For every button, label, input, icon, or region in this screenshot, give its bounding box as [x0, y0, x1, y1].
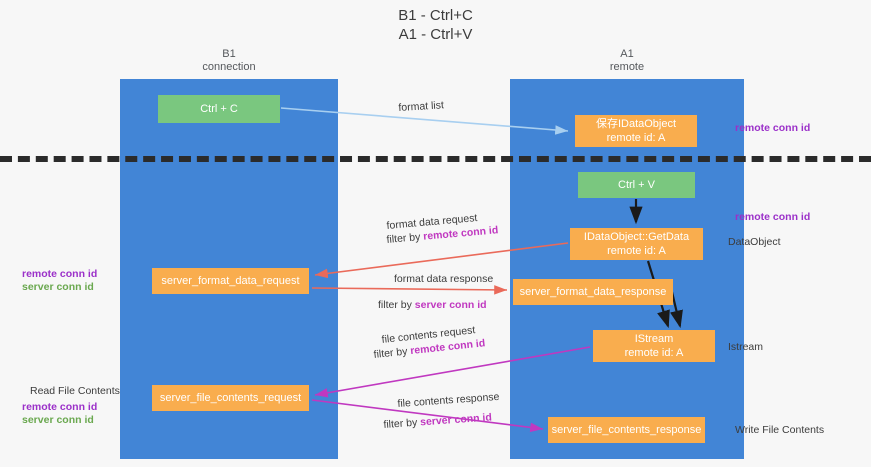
- annotation-remote-conn-id: remote conn id: [22, 401, 98, 413]
- filter-key-server-conn-id: server conn id: [419, 411, 493, 429]
- edge-label-format-data-response: format data response: [394, 273, 494, 285]
- edge-label-format-list: format list: [398, 99, 445, 114]
- annotation-conn-ids-left: remote conn id server conn id: [22, 268, 97, 294]
- node-ctrl-c[interactable]: Ctrl + C: [158, 95, 280, 123]
- annotation-read-file-contents: Read File Contents: [30, 385, 120, 398]
- node-server-format-data-request[interactable]: server_format_data_request: [152, 268, 309, 294]
- annotation-remote-conn-id-top: remote conn id: [735, 122, 810, 135]
- annotation-conn-ids-left-2: remote conn id server conn id: [22, 401, 97, 427]
- node-server-file-contents-response[interactable]: server_file_contents_response: [548, 417, 705, 443]
- edge-format-data-response: [311, 285, 508, 295]
- node-save-idataobject[interactable]: 保存IDataObject remote id: A: [575, 115, 697, 147]
- annotation-dataobject: DataObject: [728, 236, 781, 249]
- annotation-text: remote conn id: [735, 211, 811, 223]
- annotation-text: remote conn id: [735, 122, 811, 134]
- filter-prefix: filter by: [378, 299, 415, 311]
- annotation-write-file-contents: Write File Contents: [735, 424, 824, 437]
- node-server-format-data-response[interactable]: server_format_data_response: [513, 279, 673, 305]
- node-istream[interactable]: IStream remote id: A: [593, 330, 715, 362]
- annotation-text: Read File Contents: [30, 385, 120, 397]
- annotation-remote-conn-id-mid: remote conn id: [735, 211, 810, 224]
- annotation-server-conn-id: server conn id: [22, 281, 94, 293]
- node-idataobject-getdata[interactable]: IDataObject::GetData remote id: A: [570, 228, 703, 260]
- filter-key-server-conn-id: server conn id: [414, 299, 487, 311]
- annotation-text: Istream: [728, 341, 764, 353]
- node-server-file-contents-request[interactable]: server_file_contents_request: [152, 385, 309, 411]
- filter-prefix: filter by: [373, 345, 411, 361]
- annotation-istream: Istream: [728, 341, 763, 354]
- node-ctrl-v[interactable]: Ctrl + V: [578, 172, 695, 198]
- page-title: B1 - Ctrl+C A1 - Ctrl+V: [398, 7, 473, 43]
- annotation-text: DataObject: [728, 236, 781, 248]
- edge-label-format-data-response-filter: filter by server conn id: [378, 298, 487, 312]
- filter-prefix: filter by: [383, 416, 421, 431]
- column-header-a1: A1 remote: [609, 48, 645, 73]
- annotation-text: Write File Contents: [735, 424, 825, 436]
- edge-label-file-contents-response-filter: filter by server conn id: [383, 410, 492, 432]
- column-header-b1: B1 connection: [202, 48, 256, 73]
- filter-prefix: filter by: [386, 230, 424, 246]
- annotation-remote-conn-id: remote conn id: [22, 268, 98, 280]
- edge-label-file-contents-response: file contents response: [397, 390, 500, 410]
- phase-divider: [0, 156, 871, 162]
- annotation-server-conn-id: server conn id: [22, 414, 94, 426]
